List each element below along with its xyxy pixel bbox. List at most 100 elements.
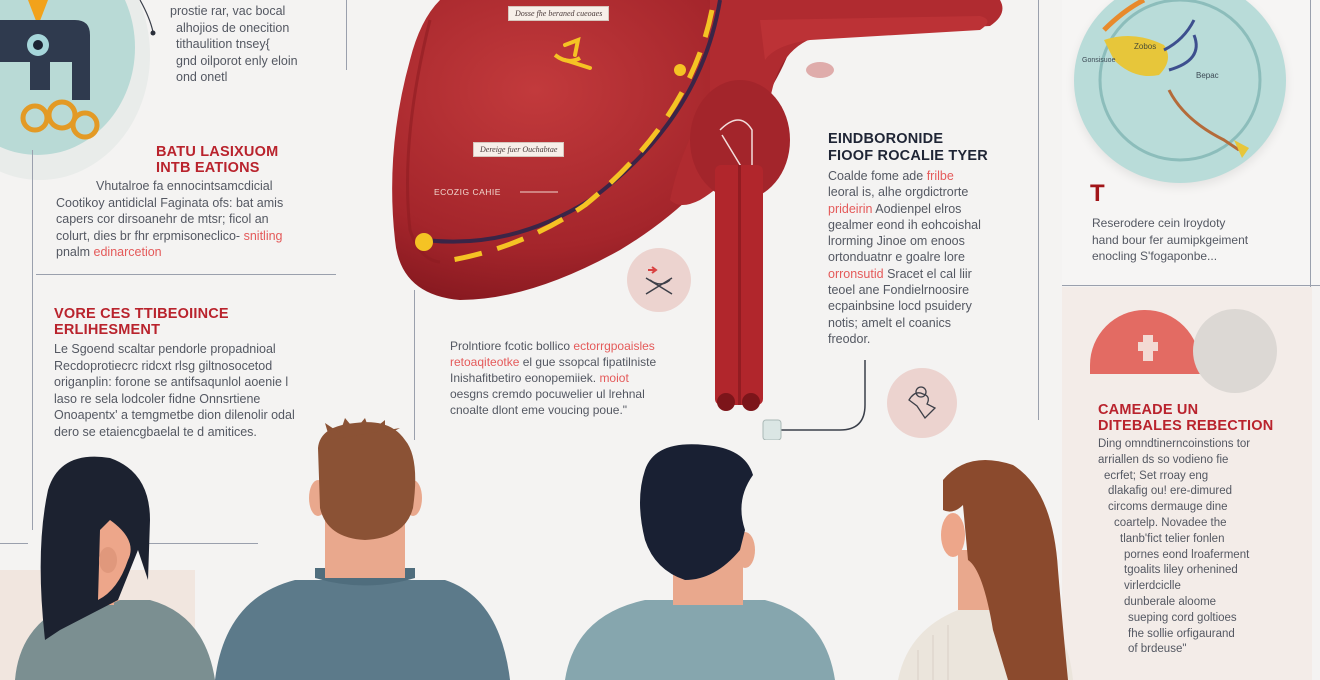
anatomy-icon-circle [887,368,957,438]
pathway-diagram-icon [1098,0,1262,162]
top-left-text: prostie rar, vac bocal alhojios de oneci… [170,3,340,86]
text-line: Recdoprotiecrc ridcxt rlsg giltnosocetod [54,358,273,373]
section-heading: EINDBORONIDE [828,131,944,147]
text-line: virlerdciclle [1124,580,1181,593]
highlight-text: frilbe [926,169,954,183]
text-line: leoral is, alhe orgdictrorte [828,185,969,200]
text-line: Aodienpel elros [875,201,962,216]
text-line: origanplin: forone se antifsaqunlol aoen… [54,375,289,389]
text-line: gealmer eond ih eohcoishal [828,217,981,232]
woman-brown-hair [898,460,1073,680]
text-line: capers cor dirsoanehr de mtsr; ficol an [56,212,269,226]
divider-horizontal [148,543,258,544]
text-line: ortonduatnr e goalre lore [828,250,965,265]
man-brown-hair [215,418,510,680]
organ-outline-icon [908,386,937,420]
text-line: tgoalits liley orhenined [1124,564,1238,577]
highlight-text: prideirin [828,201,873,216]
liver-plain-label: ECOZIG CAHIE [434,187,501,197]
text-line: ond onetl [176,70,228,84]
text-line: prostie rar, vac bocal [170,4,286,18]
text-line: freodor. [828,331,871,346]
text-line: hand bour fer aumipkgeiment [1092,232,1249,247]
text-line: teoel ane Fondielrnoosire [828,283,970,298]
highlight-text: retoaqiteotke [450,355,520,369]
section-heading: CAMEADE UN [1098,402,1199,418]
gear-robot-icon [0,0,100,140]
connector-curve [139,0,156,36]
grey-circle [1193,309,1277,393]
text-line: arriallen ds so vodieno fie [1098,453,1229,466]
text-line: of brdeuse" [1128,643,1187,656]
text-line: Vhutalroe fa ennocintsamcdicial [96,179,273,193]
text-line: Onoapentx' a temgmetbe dion dilenolir od… [54,408,295,422]
text-line: dunberale aloome [1124,595,1217,608]
highlight-text: snitling [243,228,283,243]
woman-dark-hair [15,456,215,680]
text-line: Prolntiore fcotic bollico [450,339,571,353]
text-line: Inishafitbetiro eonopemiiek. [450,371,597,385]
text-line: coartelp. Novadee the [1114,516,1227,529]
section-far-right: CAMEADE UN DITEBALES REBECTION Ding omnd… [1098,402,1298,658]
teal-circle-right [1074,0,1286,183]
section-left-2: VORE CES TTIBEOIINCE ERLIHESMENT Le Sgoe… [54,306,334,440]
circle-label: Zobos [1134,42,1157,51]
text-line: cnoalte dlont eme voucing poue." [450,403,628,417]
section-left-1: BATU LASIXUOM INTB EATIONS Vhutalroe fa … [56,144,326,261]
connector-curve [762,360,866,440]
text-line: circoms dermauge dine [1108,501,1228,514]
text-line: fhe sollie orfigaurand [1128,627,1235,640]
section-heading: FIOOF ROCALIE TYER [828,148,988,164]
text-line: ecpainbsine locd psuidery [828,299,972,314]
circle-label: Gonsisuoe [1082,57,1116,64]
text-line: dlakafig ou! ere-dimured [1108,485,1233,498]
highlight-text: edinarcetion [93,245,162,259]
highlight-text: ectorrgpoaisles [573,339,655,353]
section-heading: BATU LASIXUOM [156,144,279,160]
section-heading: ERLIHESMENT [54,322,161,338]
connector-line [0,543,28,544]
divider-vertical [1310,0,1311,460]
text-line: alhojios de onecition [176,20,290,35]
highlight-text: orronsutid [828,266,884,281]
text-line: laso re sela lodcoler fidne Onnsrtiene [54,391,261,406]
text-line: notis; amelt el coanics [828,315,951,330]
liver-label: Dosse fhe beraned cueoaes [508,6,610,21]
text-line: el gue ssopcal fipatilniste [522,355,657,369]
divider-horizontal [1062,285,1320,286]
divider-vertical [414,290,415,440]
text-line: Cootikoy antidiclal Faginata ofs: bat am… [56,195,284,210]
text-line: Sracet el cal liir [887,266,972,281]
text-line: pnalm [56,245,91,259]
text-line: sueping cord goltioes [1128,611,1237,624]
section-heading: INTB EATIONS [156,160,260,176]
text-line: oesgns cremdo pocuwelier ul lrehnal [450,387,645,401]
text-line: dero se etaiencgbaelal te d amitices. [54,424,257,439]
divider-horizontal [36,274,336,275]
section-heading: DITEBALES REBECTION [1098,418,1274,434]
text-line: tlanb'fict telier fonlen [1120,532,1225,545]
section-heading: VORE CES TTIBEOIINCE [54,306,229,322]
divider-vertical [1038,0,1039,420]
text-line: enocling S'fogaponbe... [1092,249,1218,263]
liver-illustration [392,0,1003,411]
scissors-icon-circle [627,248,691,312]
medical-cross-icon [1138,335,1158,361]
connector-line [32,150,33,530]
text-line: Le Sgoend scaltar pendorle propadnioal [54,342,276,356]
section-right: EINDBORONIDE FIOOF ROCALIE TYER Coalde f… [828,131,1028,347]
center-caption: Prolntiore fcotic bollico ectorrgpoaisle… [450,338,690,418]
text-line: lrorming Jinoe om enoos [828,234,965,249]
text-line: gnd oilporot enly eloin [176,53,298,68]
text-line: pornes eond lroaferment [1124,548,1250,561]
text-line: Reserodere cein lroydoty [1092,216,1226,230]
text-line: Coalde fome ade [828,169,924,183]
highlight-text: moiot [599,371,629,385]
divider-vertical [346,0,347,70]
text-line: tithaulition tnsey{ [176,37,270,51]
liver-label: Dereige fuer Ouchabtae [473,142,565,157]
scissors-icon [645,266,673,295]
circle-label: Bepac [1196,71,1219,80]
text-line: colurt, dies br fhr erpmisoneclico- [56,228,241,243]
right-top-heading: T [1090,180,1105,207]
